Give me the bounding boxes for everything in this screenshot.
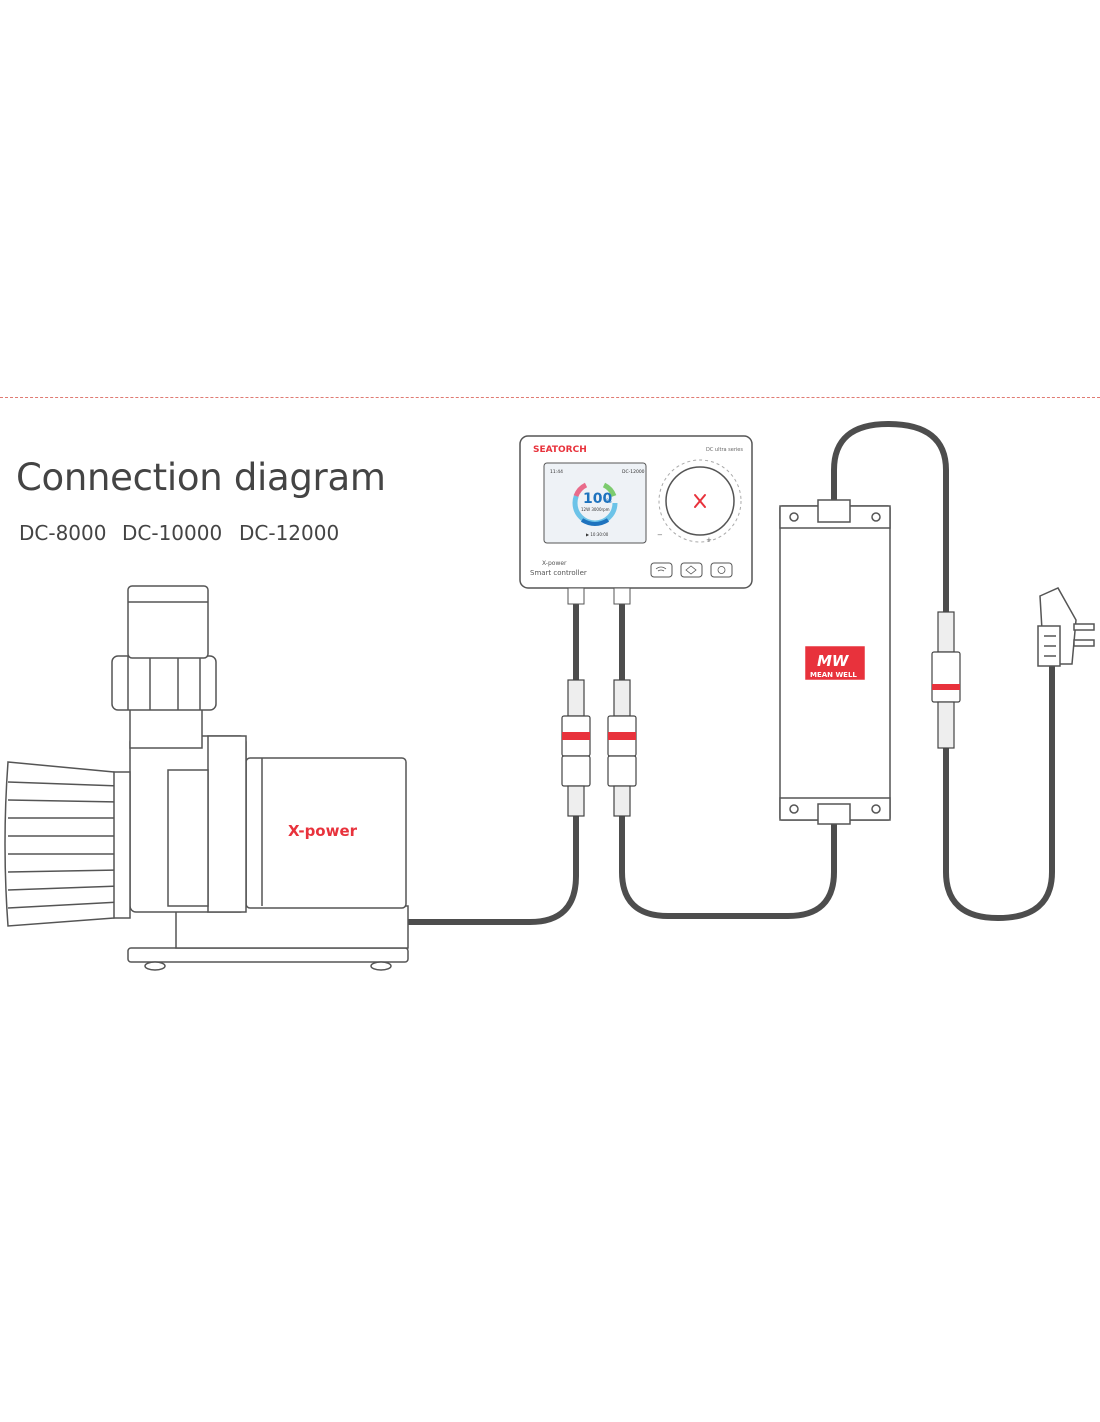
dial-logo-icon: [694, 494, 706, 508]
screen-top-right: DC-12000: [622, 469, 645, 475]
screen-value: 100: [583, 491, 612, 507]
cable-psu-to-mains: [831, 420, 949, 615]
controller-brand: SEATORCH: [533, 445, 587, 455]
controller-model: DC ultra series: [706, 447, 743, 453]
screen-gauge-green: [602, 482, 617, 498]
model-label-3: DC-12000: [239, 521, 340, 545]
controller: SEATORCH DC ultra series 11:44 DC-12000 …: [519, 435, 753, 605]
wifi-icon: [655, 566, 667, 572]
controller-caption-2: Smart controller: [530, 569, 587, 577]
controller-dial-ring: [658, 459, 742, 543]
pump-stand: [175, 905, 409, 949]
connectors: [561, 611, 961, 817]
cable-mains-to-plug: [943, 661, 1055, 922]
dial-minus-icon: −: [657, 531, 663, 539]
pump-outlet-pipe: [127, 585, 209, 659]
connector-pump: [561, 679, 591, 817]
psu-logo: MW: [817, 652, 850, 670]
pump-base: [127, 947, 409, 963]
screen-unit: %: [606, 498, 612, 505]
screen-top-left: 11:44: [550, 469, 563, 475]
section-divider: [0, 397, 1100, 398]
model-label-1: DC-8000: [19, 521, 107, 545]
power-supply: [779, 499, 891, 825]
cables: [405, 420, 1055, 925]
psu-brand: MEAN WELL: [810, 671, 857, 679]
model-label-2: DC-10000: [122, 521, 223, 545]
power-icon: [717, 566, 726, 574]
pump-intake: [4, 761, 127, 927]
connector-mains: [931, 611, 961, 749]
psu-logo-box: [805, 646, 865, 680]
screen-line1: 12W 3000rpm: [581, 507, 610, 512]
dial-plus-icon: +: [706, 536, 712, 544]
pump-foot-left: [144, 961, 166, 971]
intake-fins: [7, 781, 121, 909]
screen-progress-arc: [580, 518, 610, 526]
mode-icon: [685, 565, 697, 575]
connector-power: [607, 679, 637, 817]
cable-controller-to-psu: [619, 809, 837, 919]
controller-screen: [543, 462, 647, 544]
screen-bottom: ▶ 10:30:00: [586, 532, 609, 537]
pump-outlet-stem: [129, 707, 203, 749]
pump-brand-label: X-power: [288, 822, 358, 840]
controller-caption-1: X-power: [542, 560, 567, 567]
page-title: Connection diagram: [16, 456, 386, 499]
screen-gauge-warm: [573, 482, 588, 498]
pump-foot-right: [370, 961, 392, 971]
cable-pump-to-controller: [405, 809, 579, 925]
mode-button[interactable]: [680, 562, 703, 578]
pump: [4, 585, 409, 971]
mains-plug: [1037, 587, 1095, 667]
power-button[interactable]: [710, 562, 733, 578]
